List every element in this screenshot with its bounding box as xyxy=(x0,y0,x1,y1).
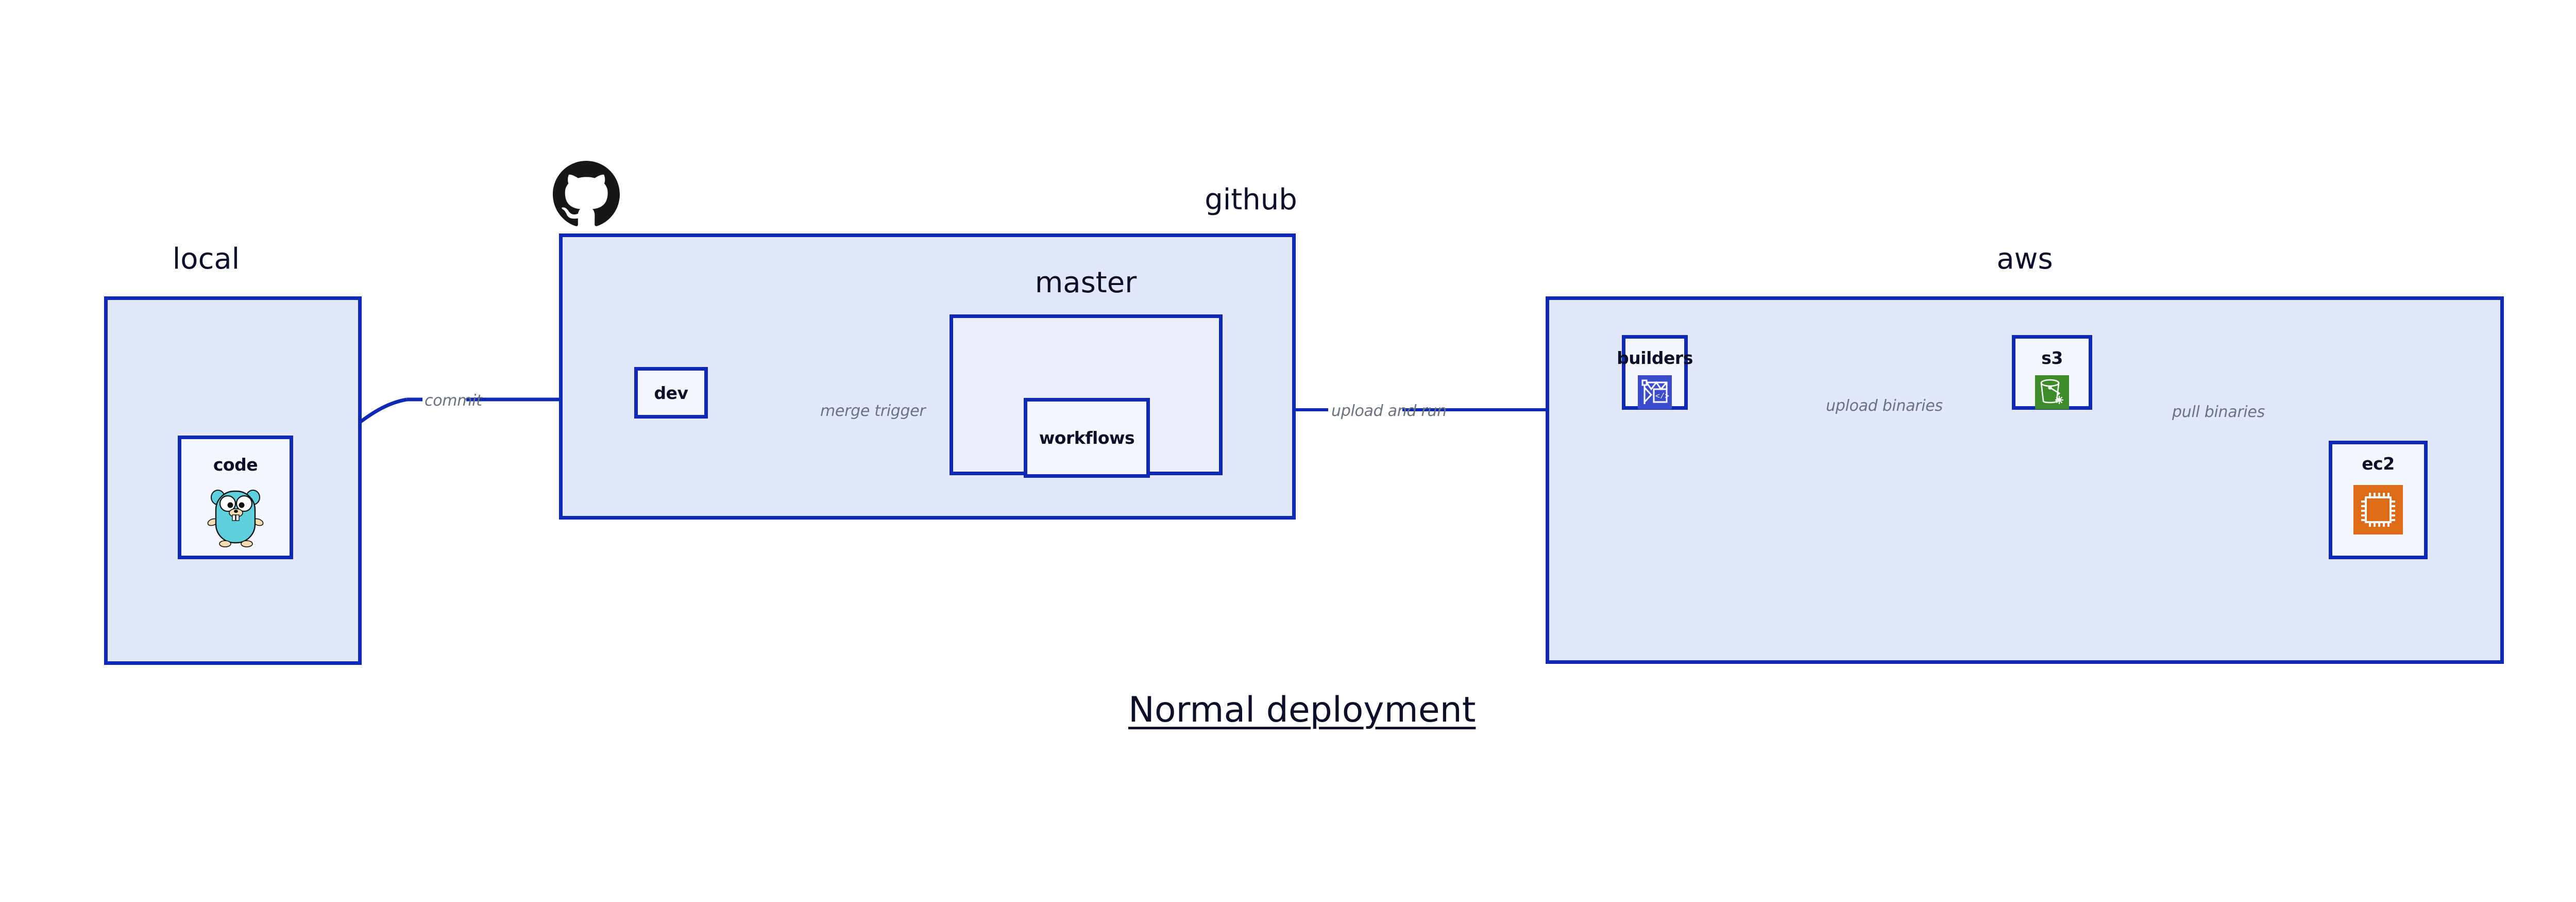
subgroup-label-master: master xyxy=(1035,266,1137,299)
node-ec2-label: ec2 xyxy=(2362,454,2395,474)
node-code-label: code xyxy=(213,454,258,475)
node-s3-label: s3 xyxy=(2041,348,2063,368)
svg-text:</>: </> xyxy=(1655,392,1669,401)
node-workflows-label: workflows xyxy=(1039,428,1135,448)
go-gopher-icon xyxy=(207,482,264,550)
node-dev-label: dev xyxy=(654,382,688,403)
node-builders-label: builders xyxy=(1617,348,1693,368)
node-workflows[interactable]: workflows xyxy=(1024,398,1150,478)
node-dev[interactable]: dev xyxy=(634,367,708,419)
edge-label-upload-and-run: upload and run xyxy=(1331,402,1447,420)
github-octocat-icon xyxy=(553,161,620,228)
diagram-caption: Normal deployment xyxy=(1128,690,1476,730)
group-label-aws: aws xyxy=(1996,242,2053,276)
edge-label-pull-binaries: pull binaries xyxy=(2172,403,2265,421)
edge-label-commit: commit xyxy=(425,392,482,410)
node-code[interactable]: code xyxy=(178,436,293,559)
edge-label-merge-trigger: merge trigger xyxy=(820,402,926,420)
edge-label-upload-binaries: upload binaries xyxy=(1826,397,1943,415)
aws-s3-bucket-icon xyxy=(2035,375,2069,411)
node-builders[interactable]: builders </> xyxy=(1617,335,1693,411)
aws-ec2-chip-icon xyxy=(2353,485,2403,537)
node-s3[interactable]: s3 xyxy=(2012,335,2092,410)
node-ec2[interactable]: ec2 xyxy=(2329,441,2428,559)
group-label-github: github xyxy=(1205,183,1297,216)
group-label-local: local xyxy=(172,242,240,276)
aws-codebuild-icon: </> xyxy=(1638,375,1672,411)
